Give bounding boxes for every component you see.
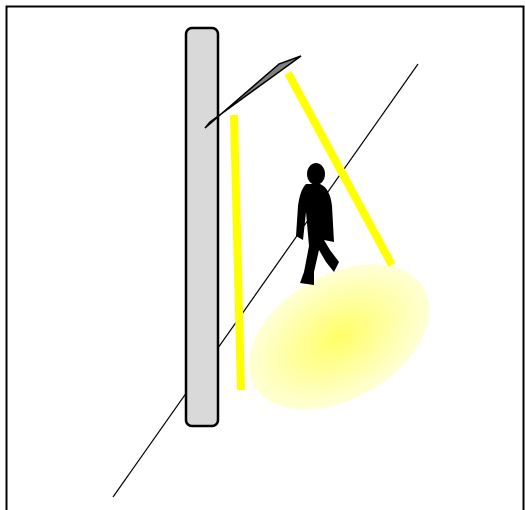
lamp-head-icon [205, 56, 301, 128]
light-pool [223, 234, 455, 439]
light-beam-right [288, 73, 392, 265]
walking-person-icon [296, 163, 339, 285]
light-beam-left [234, 115, 241, 390]
street-lamp-pole-icon [186, 28, 218, 426]
